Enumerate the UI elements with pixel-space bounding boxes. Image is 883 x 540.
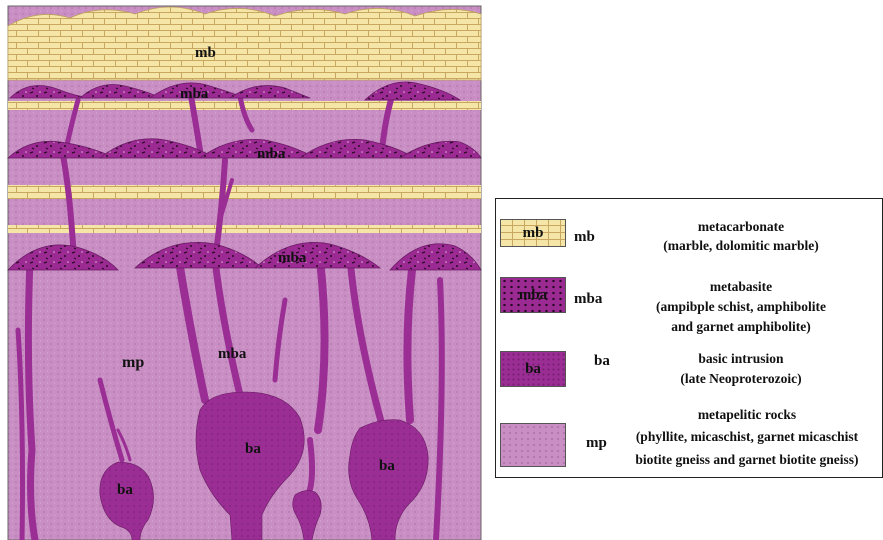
label-ba-left: ba [117,482,133,498]
label-mp: mp [122,354,144,371]
label-mba-top: mba [180,86,209,102]
legend-code-mb: mb [574,229,595,246]
label-mba-low: mba [278,250,307,266]
legend-item-metacarbonate: mb mb metacarbonate (marble, dolomitic m… [496,199,882,267]
legend-desc-basic-intrusion-1: (late Neoproterozoic) [606,369,876,388]
label-mb: mb [195,45,216,61]
legend: mb mb metacarbonate (marble, dolomitic m… [495,198,883,478]
legend-desc-metacarbonate-1: (marble, dolomitic marble) [606,236,876,255]
legend-title-metacarbonate: metacarbonate [606,217,876,236]
label-mba-dyke: mba [218,346,247,362]
label-ba-right: ba [379,458,395,474]
legend-desc-metapelitic-1: (phyllite, micaschist, garnet micaschist [616,427,878,446]
legend-code-mp: mp [586,435,607,452]
label-mba-mid: mba [257,146,286,162]
legend-item-basic-intrusion: ba ba basic intrusion (late Neoproterozo… [496,343,882,403]
legend-item-metabasite: mba mba metabasite (ampibple schist, amp… [496,267,882,343]
legend-swatch-mp [500,423,566,467]
legend-swatch-ba: ba [500,351,566,387]
legend-code-mba: mba [574,291,602,308]
legend-title-basic-intrusion: basic intrusion [606,349,876,368]
legend-title-metabasite: metabasite [606,277,876,296]
legend-desc-metapelitic-2: biotite gneiss and garnet biotite gneiss… [616,450,878,469]
legend-title-metapelitic: metapelitic rocks [616,405,878,424]
legend-swatch-mb: mb [500,219,566,247]
marble-top-unit [8,7,481,80]
label-ba-center: ba [245,441,261,457]
legend-desc-metabasite-2: and garnet amphibolite) [606,317,876,336]
legend-desc-metabasite-1: (ampibple schist, amphibolite [606,297,876,316]
marble-band-3 [8,225,481,233]
marble-band-2 [8,185,481,199]
legend-swatch-mba: mba [500,277,566,313]
legend-item-metapelitic: mp metapelitic rocks (phyllite, micaschi… [496,403,882,477]
